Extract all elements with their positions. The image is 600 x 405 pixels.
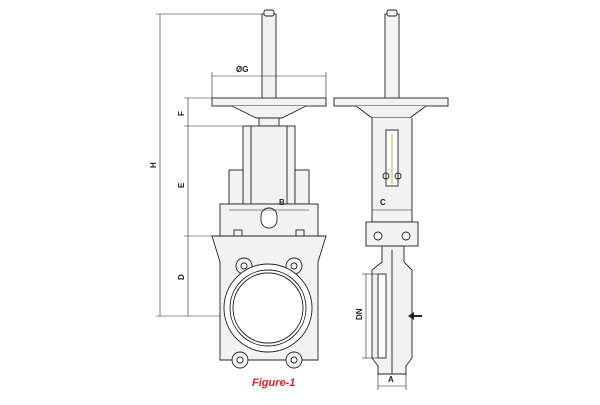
label-g: ØG <box>236 65 248 74</box>
side-handwheel-hub <box>355 105 427 119</box>
flow-direction-arrow-icon <box>408 312 422 320</box>
label-b: B <box>279 198 285 207</box>
front-bore-inner <box>229 269 307 347</box>
side-seat <box>377 273 387 359</box>
label-f: F <box>177 111 186 116</box>
front-handwheel <box>211 97 327 107</box>
side-view <box>333 9 449 375</box>
front-lug-hole-tl <box>240 262 248 270</box>
front-handwheel-hub <box>231 105 307 119</box>
label-c: C <box>380 198 386 207</box>
dimension-lines <box>156 13 412 390</box>
figure-caption: Figure-1 <box>252 377 295 389</box>
side-stem <box>384 13 400 103</box>
front-guide-right <box>294 169 310 205</box>
side-bolt-upper-left <box>382 172 390 180</box>
front-view <box>211 9 327 369</box>
label-e: E <box>177 182 186 188</box>
front-slot <box>260 207 278 229</box>
label-h: H <box>149 162 158 168</box>
label-a: A <box>388 375 394 384</box>
side-stem-cap <box>386 9 398 17</box>
label-dn: DN <box>355 308 364 320</box>
front-lug-hole-bl <box>236 356 244 364</box>
front-guide-left <box>228 169 244 205</box>
front-stem-nut <box>258 117 280 127</box>
side-gland <box>365 221 419 247</box>
dimension-labels: ØG F H E B D C DN A <box>149 65 394 384</box>
side-bolt-upper-right <box>394 172 402 180</box>
front-yoke <box>242 125 296 205</box>
front-lug-hole-tr <box>290 262 298 270</box>
side-gland-bolt-left <box>373 231 383 241</box>
label-d: D <box>177 274 186 280</box>
front-stem-cap <box>263 9 275 17</box>
side-gland-bolt-right <box>401 231 411 241</box>
front-bore-gate <box>232 272 304 344</box>
front-lug-hole-br <box>290 356 298 364</box>
side-handwheel <box>333 97 449 107</box>
